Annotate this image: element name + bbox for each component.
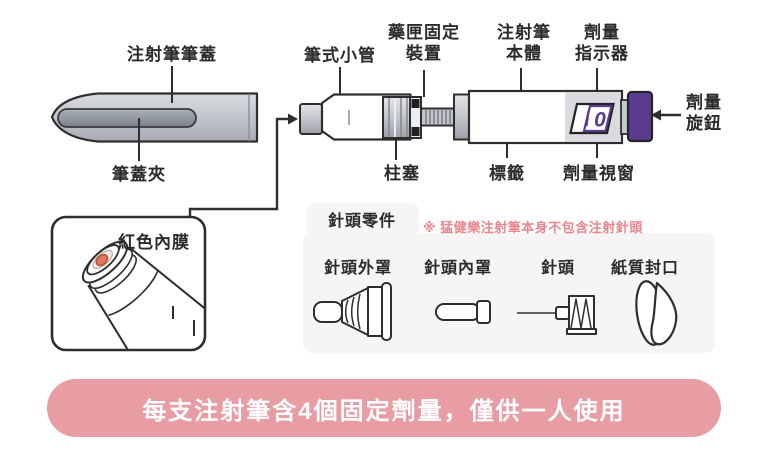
plunger [382, 96, 411, 139]
pen-tip [299, 103, 323, 135]
pen-collar [453, 93, 470, 141]
dose-window-label: 劑量視窗 [563, 164, 635, 183]
cap-clip-label: 筆蓋夾 [112, 165, 166, 184]
cartridge-holder-label: 藥匣固定 裝置 [388, 23, 460, 63]
dose-window: 0 [569, 102, 615, 135]
paper-seal-drawing [635, 280, 678, 346]
connector-arrow [188, 113, 298, 217]
dose-info-banner-text: 每支注射筆含4個固定劑量，僅供一人使用 [142, 397, 626, 425]
needle-panel [303, 203, 715, 353]
needle-section-note: ※ 猛健樂注射筆本身不包含注射針頭 [423, 220, 643, 235]
plunger-label: 柱塞 [384, 164, 420, 183]
cartridge-label: 筆式小管 [304, 46, 376, 65]
red-membrane-box [50, 215, 207, 352]
dose-window-value: 0 [594, 109, 606, 132]
piston-rod [420, 107, 455, 127]
red-membrane-drawing [81, 240, 204, 349]
pen-drawing: 0 [299, 89, 654, 145]
sticker-label: 標籤 [489, 164, 525, 183]
dose-knob-arrow [651, 109, 681, 121]
needle-section-title: 針頭零件 [327, 213, 397, 230]
outer-needle-cap-label: 針頭外罩 [323, 260, 393, 277]
needle-label: 針頭 [540, 260, 576, 277]
leader-lines [138, 66, 598, 161]
needle-title-tab [307, 203, 419, 237]
dose-indicator-label: 劑量 指示器 [575, 23, 629, 63]
inner-needle-cap-drawing [435, 300, 491, 324]
needle-drawing [517, 295, 597, 335]
inner-needle-cap-label: 針頭內罩 [423, 260, 493, 277]
pen-body-label: 注射筆 本體 [497, 23, 551, 63]
cartridge-seal [409, 96, 422, 139]
outer-needle-cap-drawing [313, 282, 392, 341]
paper-seal-label: 紙質封口 [610, 260, 680, 277]
cap-clip [57, 108, 197, 128]
pen-cap-drawing [50, 92, 259, 143]
red-membrane-label: 紅色內膜 [118, 233, 190, 252]
pen-cap-label: 注射筆筆蓋 [127, 45, 217, 64]
dose-knob-label: 劑量 旋鈕 [686, 93, 722, 133]
dose-knob [626, 90, 654, 143]
dose-info-banner: 每支注射筆含4個固定劑量，僅供一人使用 [47, 379, 721, 437]
red-membrane [95, 253, 109, 267]
